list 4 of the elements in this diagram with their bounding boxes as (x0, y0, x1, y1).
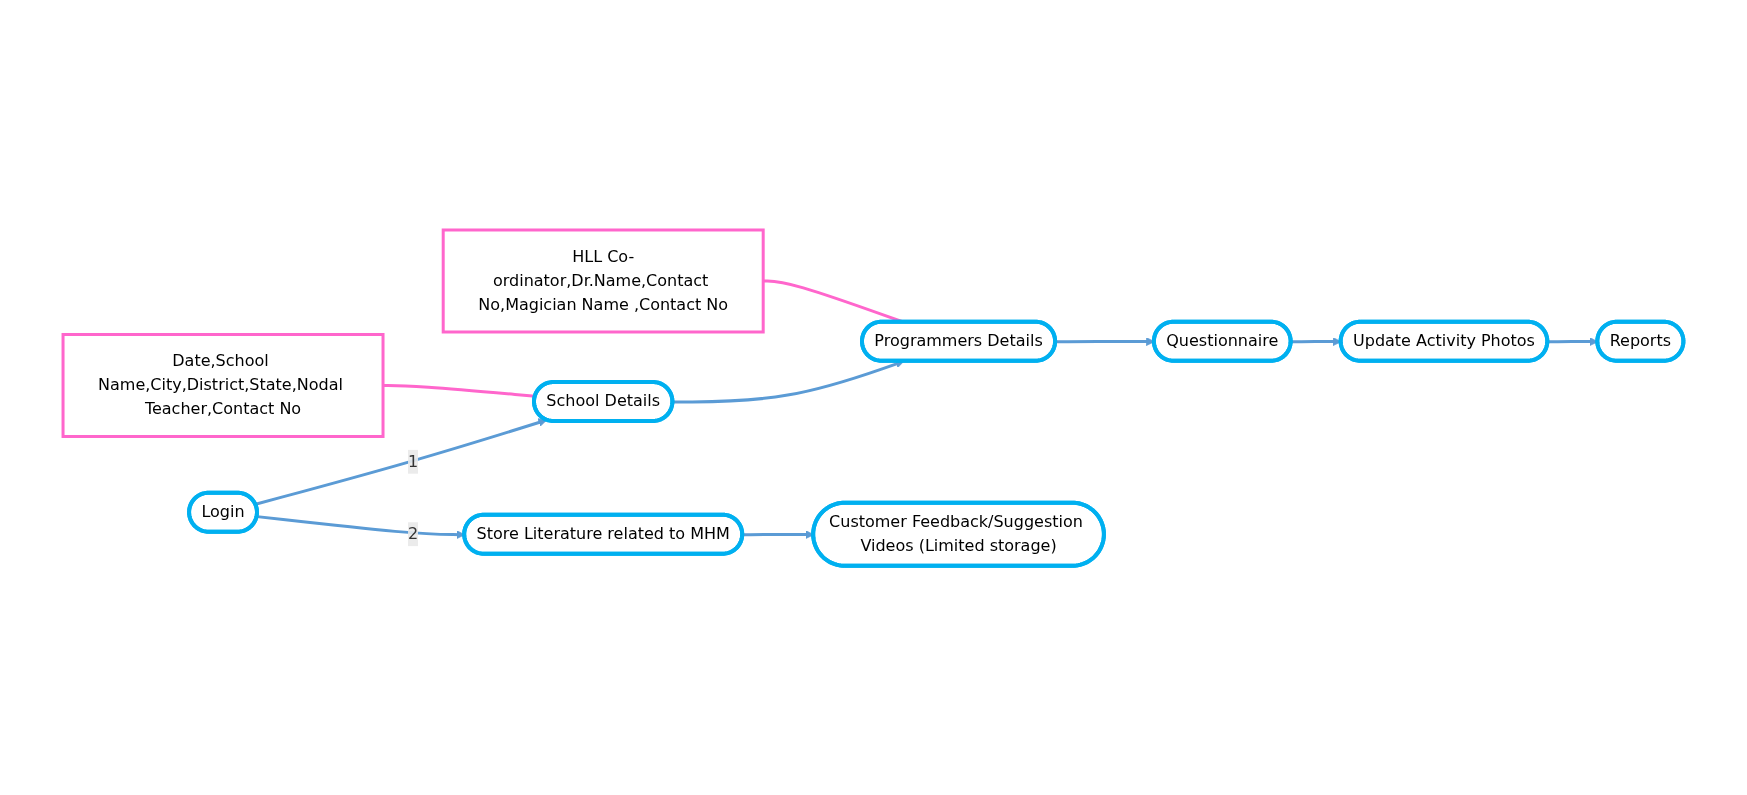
edge-label: 1 (408, 451, 419, 471)
edge-label: 2 (408, 523, 419, 543)
node-box: Date,School Name,City,District,State,Nodal Teacher,Contact No (61, 332, 385, 438)
node-box: HLL Co-ordinator,Dr.Name,Contact No,Magician Name ,Contact No (442, 228, 765, 334)
